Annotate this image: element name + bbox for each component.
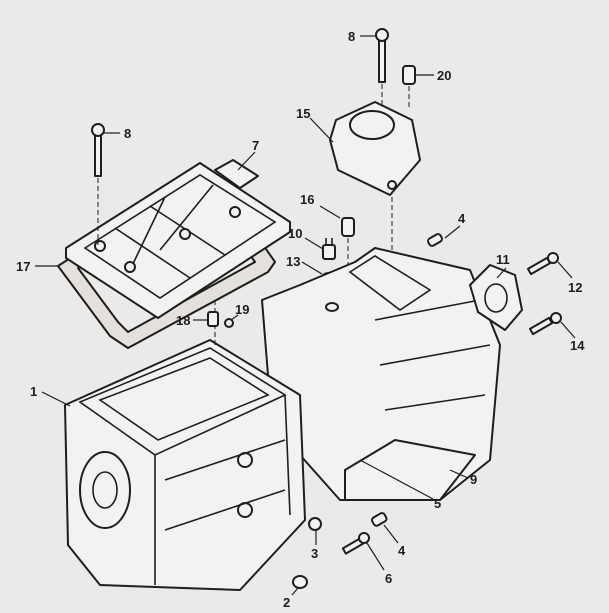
ball-part-19 [224,318,234,328]
bolt-part-14 [528,312,562,336]
callout-4-upper: 4 [458,211,466,226]
callout-16: 16 [300,192,314,207]
rear-case-part-9 [261,247,501,501]
callout-17: 17 [16,259,30,274]
callout-13: 13 [286,254,300,269]
bolt-part-12 [526,252,559,276]
leader-lines [35,35,576,596]
top-cover-part-7 [65,159,291,319]
plug-part-20 [402,65,416,110]
callout-3: 3 [311,546,318,561]
callout-9: 9 [470,472,477,487]
callout-2: 2 [283,595,290,610]
callout-7: 7 [252,138,259,153]
callout-5: 5 [434,496,441,511]
callout-20: 20 [437,68,451,83]
callout-14: 14 [570,338,585,353]
callout-8-left: 8 [124,126,131,141]
shift-housing-part-15 [329,101,421,330]
main-case-part-1 [64,300,306,591]
callout-11: 11 [496,252,510,267]
flange-part-11 [469,264,523,331]
pin-part-4-lower [371,512,388,527]
plug-part-3 [308,517,322,531]
bolt-part-8-left [91,123,105,245]
callout-18: 18 [176,313,190,328]
callout-4-lower: 4 [398,543,406,558]
callout-15: 15 [296,106,310,121]
bolt-part-6 [341,532,370,555]
callout-1: 1 [30,384,37,399]
drain-plug-part-2 [292,575,308,589]
callout-6: 6 [385,571,392,586]
callout-19: 19 [235,302,249,317]
callout-labels: 8 20 15 8 7 16 10 13 4 11 12 17 18 19 14… [16,29,585,610]
sleeve-part-16 [341,217,355,285]
spring-part-18 [207,311,219,327]
callout-10: 10 [288,226,302,241]
pin-part-4-upper [427,233,443,247]
callout-12: 12 [568,280,582,295]
callout-8-top: 8 [348,29,355,44]
